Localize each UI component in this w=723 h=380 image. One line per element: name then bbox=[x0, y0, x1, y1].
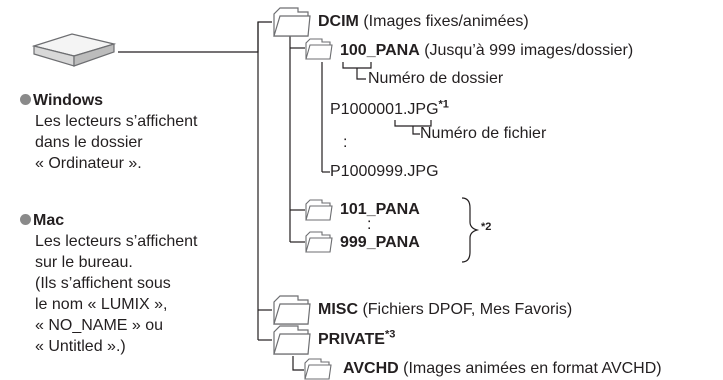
mac-line-1: Les lecteurs s’affichent bbox=[35, 233, 198, 250]
windows-line-1: Les lecteurs s’affichent bbox=[35, 113, 198, 130]
folder-icon bbox=[305, 199, 333, 221]
folder-icon bbox=[304, 358, 332, 380]
misc-label: MISC (Fichiers DPOF, Mes Favoris) bbox=[318, 301, 573, 318]
drive-icon bbox=[31, 33, 117, 67]
drive-connector bbox=[118, 21, 272, 53]
folder-number-label: Numéro de dossier bbox=[368, 70, 504, 87]
file-number-label: Numéro de fichier bbox=[420, 125, 547, 142]
avchd-label: AVCHD (Images animées en format AVCHD) bbox=[343, 360, 662, 377]
mac-line-3: (Ils s’affichent sous bbox=[35, 275, 171, 292]
mac-line-6: « Untitled ».) bbox=[35, 338, 126, 355]
private-label: PRIVATE*3 bbox=[318, 328, 396, 348]
note-2: *2 bbox=[481, 221, 492, 233]
folder-icon bbox=[305, 38, 333, 60]
bullet-icon bbox=[20, 94, 31, 105]
mac-section: Mac Les lecteurs s’affichent sur le bure… bbox=[20, 210, 197, 357]
ellipsis-colon: : bbox=[343, 134, 348, 151]
file-last-label: P1000999.JPG bbox=[330, 163, 439, 180]
windows-line-3: « Ordinateur ». bbox=[35, 155, 142, 172]
file-first-label: P1000001.JPG*1 bbox=[330, 98, 449, 118]
windows-section: Windows Les lecteurs s’affichent dans le… bbox=[20, 90, 197, 174]
windows-title: Windows bbox=[33, 92, 104, 109]
dcim-label: DCIM (Images fixes/animées) bbox=[318, 13, 529, 30]
mac-line-4: le nom « LUMIX », bbox=[35, 296, 168, 313]
bullet-icon bbox=[20, 214, 31, 225]
folder-icon bbox=[305, 231, 333, 253]
folder-icon bbox=[273, 7, 311, 37]
pana101-label: 101_PANA bbox=[340, 201, 420, 218]
windows-line-2: dans le dossier bbox=[35, 134, 143, 151]
ellipsis-colon: : bbox=[367, 216, 372, 233]
brace-shape bbox=[461, 197, 480, 263]
pana999-label: 999_PANA bbox=[340, 234, 420, 251]
folder-icon bbox=[273, 295, 311, 325]
mac-line-2: sur le bureau. bbox=[35, 254, 133, 271]
mac-title: Mac bbox=[33, 212, 65, 229]
mac-line-5: « NO_NAME » ou bbox=[35, 317, 164, 334]
folder-icon bbox=[273, 325, 311, 355]
pana100-label: 100_PANA (Jusqu’à 999 images/dossier) bbox=[340, 42, 634, 59]
